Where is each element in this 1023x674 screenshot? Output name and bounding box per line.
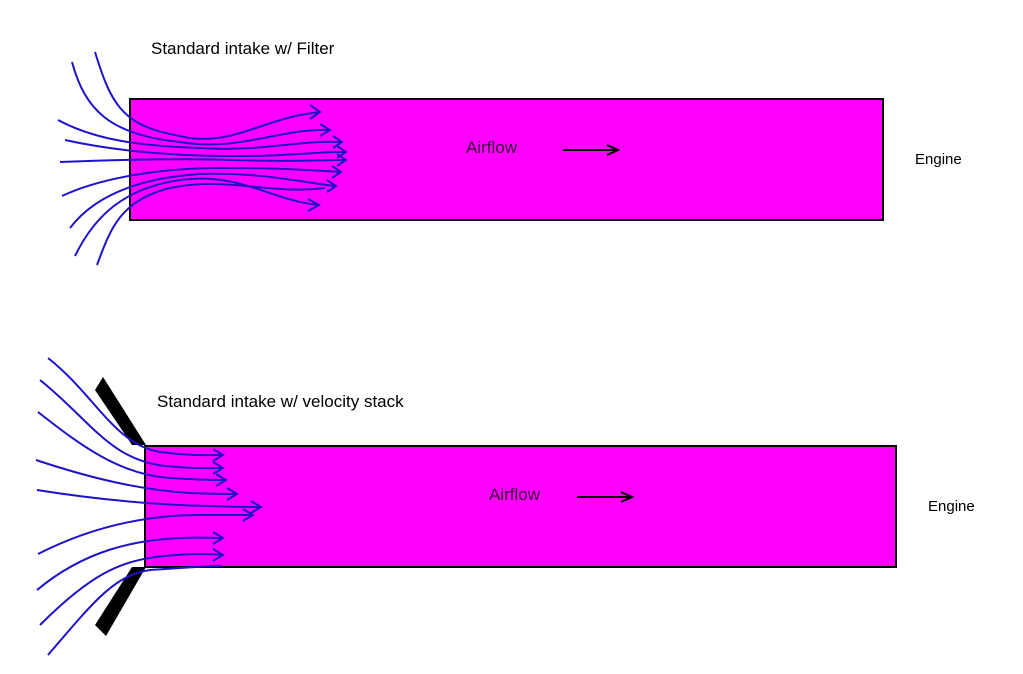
top-flow-line-6	[61, 166, 341, 197]
bottom-flow-line-5	[36, 489, 261, 508]
top-flow-line-5	[59, 158, 346, 163]
top-diagram-title: Standard intake w/ Filter	[151, 39, 335, 58]
top-arrowhead-7	[326, 179, 338, 193]
top-flow-line-4	[64, 139, 346, 158]
top-arrowhead-2	[319, 123, 332, 137]
bottom-arrowhead-8	[212, 548, 225, 562]
bottom-airflow-label: Airflow	[489, 485, 541, 504]
top-flow-arrowheads	[307, 104, 348, 212]
top-arrowhead-8	[307, 198, 322, 212]
bottom-flow-line-9	[47, 565, 223, 656]
bottom-arrowhead-7	[212, 531, 225, 545]
velocity-stack-lower-lip	[95, 567, 146, 636]
top-flow-line-9	[96, 182, 326, 266]
bottom-flow-arrowheads	[212, 448, 263, 562]
bottom-flow-line-7	[36, 536, 223, 591]
bottom-arrowhead-5	[250, 500, 263, 514]
bottom-arrowhead-3	[215, 473, 228, 487]
bottom-airflow-arrow	[577, 491, 635, 503]
bottom-flow-line-3	[37, 411, 226, 481]
top-airflow-label: Airflow	[466, 138, 518, 157]
top-arrowhead-6	[331, 165, 343, 179]
bottom-arrowhead-1	[212, 448, 225, 462]
bottom-flow-line-6	[37, 514, 252, 555]
top-flow-line-7	[69, 172, 336, 229]
bottom-arrowhead-4	[226, 487, 239, 501]
bottom-flow-line-4	[35, 459, 237, 495]
bottom-flow-line-2	[39, 379, 223, 470]
top-engine-label: Engine	[915, 151, 962, 168]
top-flow-line-8	[74, 177, 319, 257]
bottom-arrowhead-2	[212, 461, 225, 475]
bottom-flow-lines	[35, 357, 261, 656]
top-flow-line-1	[94, 51, 321, 140]
top-flow-line-3	[57, 119, 341, 150]
top-intake-pipe	[129, 98, 884, 221]
top-arrowhead-3	[332, 135, 344, 149]
bottom-flow-line-1	[47, 357, 223, 457]
bottom-intake-pipe	[144, 445, 897, 568]
bottom-diagram-title: Standard intake w/ velocity stack	[157, 392, 404, 411]
bottom-flow-line-8	[39, 553, 223, 626]
bottom-arrowhead-6	[242, 508, 255, 522]
top-flow-lines	[57, 51, 346, 266]
velocity-stack-upper-lip	[95, 377, 146, 445]
top-arrowhead-1	[309, 104, 322, 120]
top-arrowhead-5	[336, 153, 348, 167]
top-flow-line-2	[71, 61, 331, 146]
top-airflow-arrow	[563, 144, 621, 156]
bottom-engine-label: Engine	[928, 498, 975, 515]
